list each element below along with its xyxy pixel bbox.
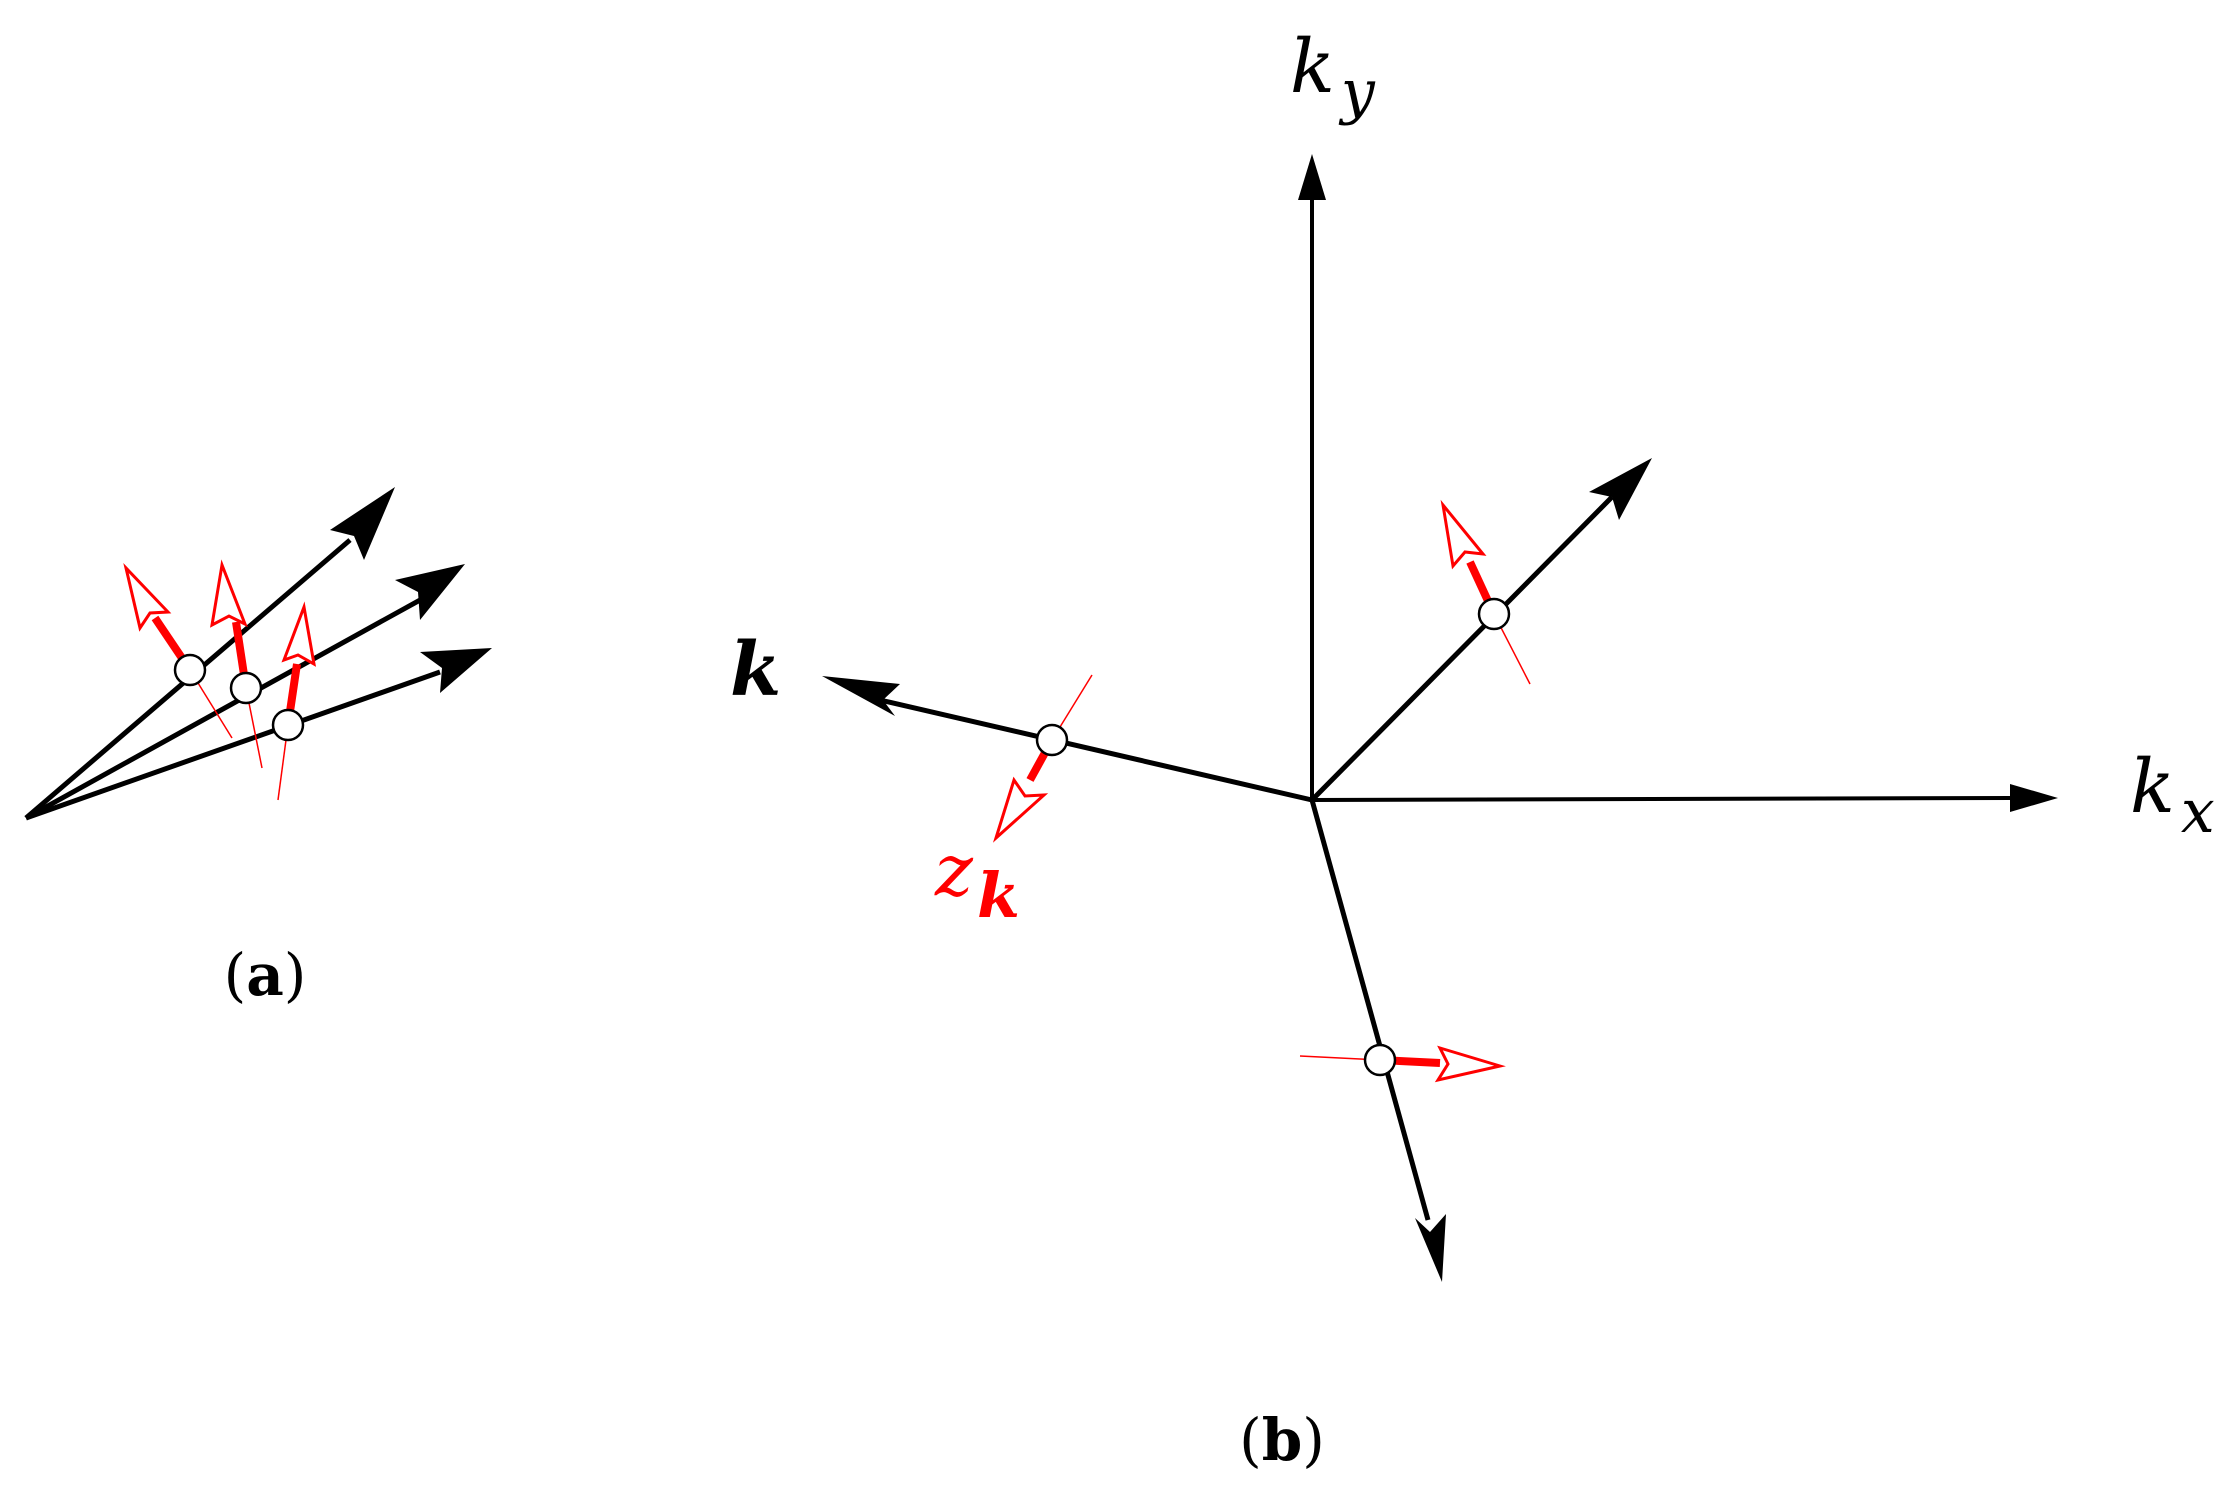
vector-down [1309,799,1446,1282]
momentum-vector-upper [24,487,395,820]
node-k [1035,723,1069,757]
node-lower [271,708,305,742]
node-middle [229,671,263,705]
axis-kx [1311,784,2058,812]
axis-ky [1298,154,1326,800]
spin-arrow-k [992,674,1093,843]
spin-zk-label: zk [934,828,1020,932]
vector-k-label: k [730,627,781,713]
spin-arrow-lower [277,601,317,801]
vector-upper-right [1310,458,1652,802]
momentum-vector-middle [24,564,465,821]
node-down [1363,1043,1397,1077]
spin-arrow-down [1299,1045,1506,1083]
panel-a: (a) [24,487,492,1009]
momentum-vector-lower [25,648,492,821]
node-upper [173,653,207,687]
node-upper-right [1477,597,1511,631]
panel-b-label: (b) [1239,1406,1325,1474]
panel-a-label: (a) [224,941,307,1009]
vector-k [822,676,1313,803]
